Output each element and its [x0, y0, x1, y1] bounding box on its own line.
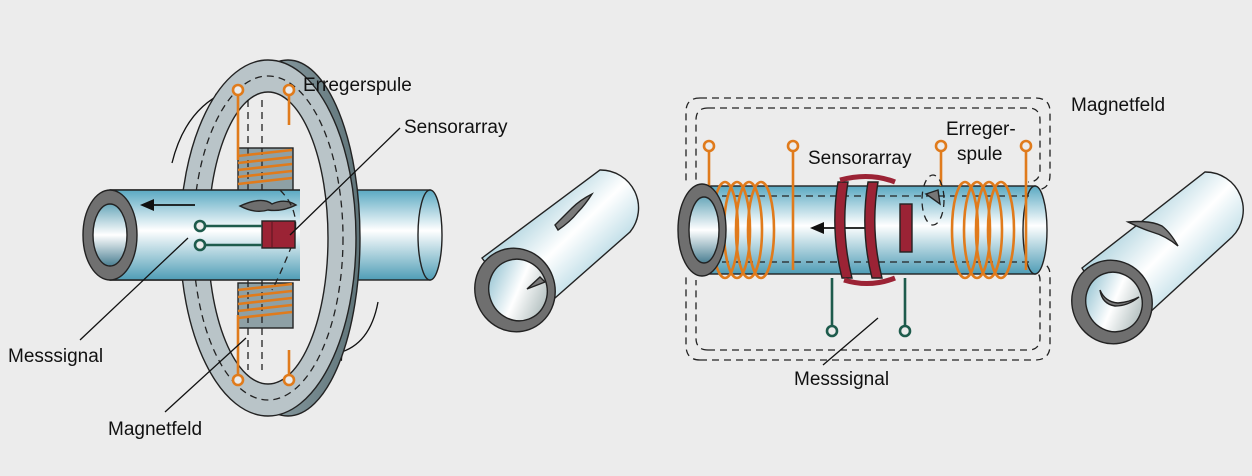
left-panel-rotating-yoke: Erregerspule Sensorarray Messsignal Magn… [8, 59, 508, 440]
coil-terminal [282, 83, 296, 97]
sensor-array-right [825, 174, 913, 338]
coil-terminal [934, 139, 948, 153]
defect-crack-inner [526, 276, 547, 290]
defect-crack-outer [1125, 220, 1179, 247]
signal-terminal [898, 324, 912, 338]
defect-pipe-example-1 [474, 169, 640, 333]
label-magnetic-field: Magnetfeld [1071, 95, 1165, 116]
label-measurement-signal: Messsignal [794, 369, 889, 390]
defect-crack-inner [1099, 289, 1140, 307]
coil-terminal [231, 373, 245, 387]
coil-terminal [786, 139, 800, 153]
defect-crack [924, 189, 941, 206]
field-line [700, 97, 1051, 191]
coil-terminal [702, 139, 716, 153]
signal-terminal [193, 219, 207, 233]
coil-terminal [1019, 139, 1033, 153]
right-panel-encircling-coil: Magnetfeld Erreger- spule Sensorarray Me… [677, 95, 1165, 390]
label-sensor-array: Sensorarray [404, 117, 508, 138]
coil-terminal [231, 83, 245, 97]
label-excitation-coil: Erregerspule [303, 75, 412, 96]
defect-crack [238, 199, 298, 213]
defect-pipe-example-2 [1071, 171, 1244, 345]
label-excitation-coil-line2: spule [957, 144, 1002, 165]
label-sensor-array: Sensorarray [808, 148, 912, 169]
signal-terminal [825, 324, 839, 338]
label-measurement-signal: Messsignal [8, 346, 103, 367]
signal-terminal [193, 238, 207, 252]
label-excitation-coil-line1: Erreger- [946, 119, 1016, 140]
label-magnetic-field: Magnetfeld [108, 419, 202, 440]
coil-terminal [282, 373, 296, 387]
defect-marker [921, 174, 945, 226]
defect-crack-outer [554, 192, 594, 231]
sensor-array-left [193, 219, 296, 252]
